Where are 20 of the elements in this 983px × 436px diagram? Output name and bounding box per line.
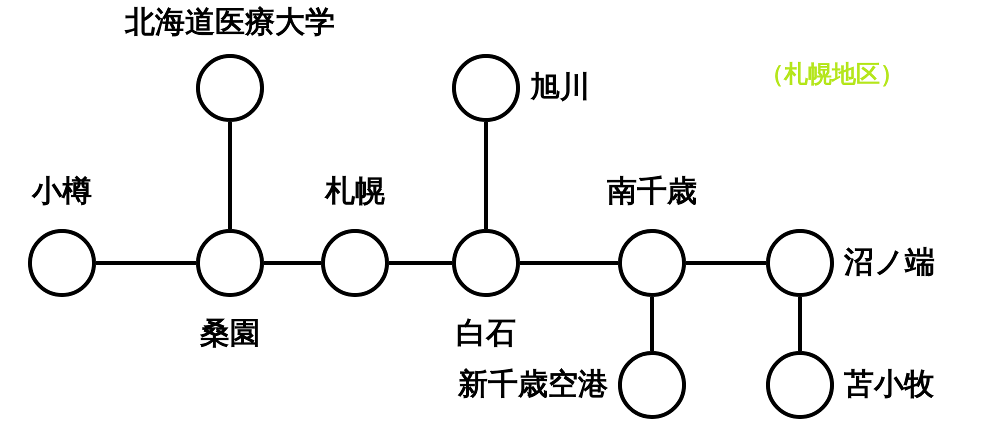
track-line [264, 261, 321, 265]
track-line [228, 122, 232, 229]
track-line [798, 297, 802, 351]
track-line [650, 297, 654, 351]
station-name: 新千歳空港 [458, 368, 608, 402]
title: （札幌地区） [760, 59, 904, 90]
station-name: 白石 [456, 317, 516, 351]
station-name: 南千歳 [607, 175, 697, 209]
station-name: 沼ノ端 [844, 246, 935, 280]
station-name: 苫小牧 [844, 368, 934, 402]
station-name: 札幌 [325, 175, 385, 209]
track-line [484, 122, 488, 229]
track-line [520, 261, 618, 265]
track-line [389, 261, 452, 265]
station-name: 北海道医療大学 [125, 6, 335, 40]
station-name: 旭川 [530, 71, 590, 105]
track-line [96, 261, 196, 265]
track-line [686, 261, 766, 265]
station-name: 桑園 [200, 317, 260, 351]
station-name: 小樽 [32, 175, 92, 209]
